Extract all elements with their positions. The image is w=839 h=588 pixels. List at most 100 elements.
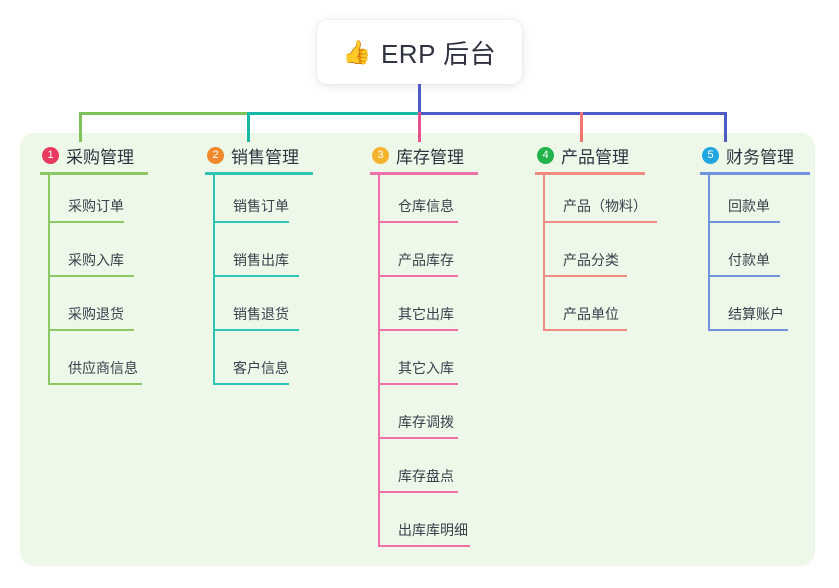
connector-hbar-segment-1	[79, 112, 247, 115]
leaf-item-underline	[380, 329, 458, 331]
leaf-item-underline	[545, 329, 627, 331]
branch-item-list: 仓库信息产品库存其它出库其它入库库存调拨库存盘点出库库明细	[378, 175, 478, 553]
leaf-item[interactable]: 其它入库	[378, 337, 478, 391]
branch-column-5: 5 财务管理回款单付款单结算账户	[700, 142, 810, 337]
leaf-item-underline	[710, 329, 788, 331]
branch-spine	[543, 175, 545, 331]
branch-item-list: 产品（物料） 产品分类产品单位	[543, 175, 657, 337]
leaf-item-underline	[380, 383, 458, 385]
leaf-item-label: 客户信息	[233, 360, 289, 376]
branch-column-1: 1 采购管理采购订单采购入库采购退货供应商信息	[40, 142, 148, 391]
leaf-item-label: 付款单	[728, 252, 770, 268]
branch-item-list: 销售订单销售出库销售退货客户信息	[213, 175, 313, 391]
branch-header-2[interactable]: 2 销售管理	[205, 142, 313, 168]
branch-underline	[535, 172, 645, 175]
connector-stub-3	[418, 112, 421, 142]
leaf-item-label: 库存调拨	[398, 414, 454, 430]
root-node-title: 👍 ERP 后台	[343, 34, 496, 71]
branch-spine	[213, 175, 215, 385]
leaf-item-underline	[215, 329, 299, 331]
leaf-item-underline	[215, 383, 289, 385]
leaf-item-underline	[50, 329, 134, 331]
connector-stub-2	[247, 112, 250, 142]
leaf-item-underline	[215, 275, 299, 277]
connector-hbar-segment-3	[418, 112, 725, 115]
root-connector-stem	[418, 84, 421, 113]
branch-spine	[378, 175, 380, 547]
branch-title: 财务管理	[726, 147, 794, 167]
leaf-item[interactable]: 产品（物料）	[543, 175, 657, 229]
leaf-item-underline	[50, 275, 134, 277]
leaf-item[interactable]: 销售退货	[213, 283, 313, 337]
branch-item-list: 采购订单采购入库采购退货供应商信息	[48, 175, 148, 391]
branch-header-3[interactable]: 3 库存管理	[370, 142, 478, 168]
leaf-item[interactable]: 库存调拨	[378, 391, 478, 445]
leaf-item-underline	[710, 221, 780, 223]
leaf-item[interactable]: 产品库存	[378, 229, 478, 283]
leaf-item-underline	[215, 221, 289, 223]
leaf-item-label: 其它入库	[398, 360, 454, 376]
connector-hbar-segment-2	[247, 112, 418, 115]
leaf-item-label: 结算账户	[728, 306, 784, 322]
leaf-item-underline	[545, 221, 657, 223]
leaf-item-label: 产品（物料）	[563, 198, 647, 214]
branch-column-4: 4 产品管理产品（物料） 产品分类产品单位	[535, 142, 657, 337]
leaf-item-underline	[380, 437, 458, 439]
branch-number-badge: 2	[207, 146, 224, 164]
connector-stub-5	[724, 112, 727, 142]
branch-title: 产品管理	[561, 147, 629, 167]
leaf-item[interactable]: 付款单	[708, 229, 810, 283]
leaf-item[interactable]: 仓库信息	[378, 175, 478, 229]
leaf-item[interactable]: 销售出库	[213, 229, 313, 283]
leaf-item-underline	[710, 275, 780, 277]
branch-number-badge: 5	[702, 146, 719, 164]
leaf-item-label: 供应商信息	[68, 360, 138, 376]
leaf-item[interactable]: 库存盘点	[378, 445, 478, 499]
leaf-item-label: 采购订单	[68, 198, 124, 214]
branch-header-5[interactable]: 5 财务管理	[700, 142, 810, 168]
branch-spine	[708, 175, 710, 331]
branch-title: 销售管理	[231, 147, 299, 167]
branch-title: 采购管理	[66, 147, 134, 167]
connector-stub-1	[79, 112, 82, 142]
leaf-item[interactable]: 回款单	[708, 175, 810, 229]
branch-underline	[700, 172, 810, 175]
branch-header-4[interactable]: 4 产品管理	[535, 142, 645, 168]
leaf-item-underline	[380, 545, 470, 547]
leaf-item[interactable]: 出库库明细	[378, 499, 478, 553]
thumbs-up-icon: 👍	[342, 38, 372, 65]
leaf-item[interactable]: 产品单位	[543, 283, 645, 337]
root-node-card[interactable]: 👍 ERP 后台	[317, 20, 522, 84]
leaf-item[interactable]: 采购订单	[48, 175, 148, 229]
leaf-item[interactable]: 采购入库	[48, 229, 148, 283]
branch-number-badge: 3	[372, 146, 389, 164]
leaf-item-label: 采购入库	[68, 252, 124, 268]
leaf-item-label: 出库库明细	[398, 522, 468, 538]
leaf-item[interactable]: 采购退货	[48, 283, 148, 337]
branch-underline	[370, 172, 478, 175]
branch-column-3: 3 库存管理仓库信息产品库存其它出库其它入库库存调拨库存盘点出库库明细	[370, 142, 478, 553]
leaf-item[interactable]: 客户信息	[213, 337, 313, 391]
branch-underline	[205, 172, 313, 175]
root-node-label: ERP 后台	[380, 38, 497, 69]
branch-number-badge: 1	[42, 146, 59, 164]
leaf-item[interactable]: 销售订单	[213, 175, 313, 229]
leaf-item[interactable]: 产品分类	[543, 229, 645, 283]
branch-spine	[48, 175, 50, 385]
branch-underline	[40, 172, 148, 175]
leaf-item[interactable]: 结算账户	[708, 283, 810, 337]
connector-stub-4	[580, 112, 583, 142]
leaf-item-label: 产品单位	[563, 306, 619, 322]
leaf-item[interactable]: 供应商信息	[48, 337, 148, 391]
leaf-item-underline	[380, 275, 458, 277]
branch-column-2: 2 销售管理销售订单销售出库销售退货客户信息	[205, 142, 313, 391]
branch-title: 库存管理	[396, 147, 464, 167]
leaf-item-label: 其它出库	[398, 306, 454, 322]
leaf-item-label: 库存盘点	[398, 468, 454, 484]
branch-header-1[interactable]: 1 采购管理	[40, 142, 148, 168]
branch-number-badge: 4	[537, 146, 554, 164]
branch-item-list: 回款单付款单结算账户	[708, 175, 810, 337]
leaf-item[interactable]: 其它出库	[378, 283, 478, 337]
leaf-item-underline	[380, 221, 458, 223]
leaf-item-underline	[380, 491, 458, 493]
